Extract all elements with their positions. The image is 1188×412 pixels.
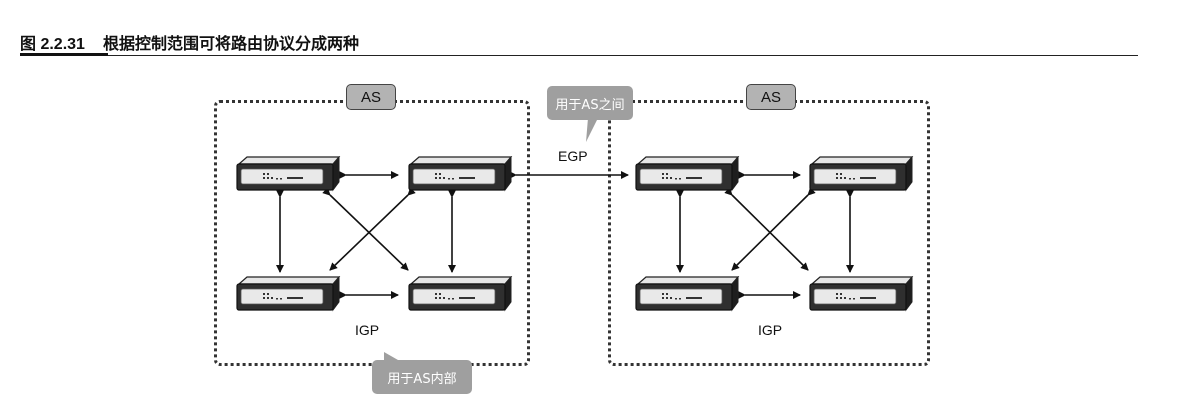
figure-title: 根据控制范围可将路由协议分成两种 [102,34,359,53]
left-igp-label: IGP [355,322,380,338]
router-icon [405,276,513,314]
router-icon [806,276,914,314]
egp-label: EGP [558,148,588,164]
link-l-diag2 [329,187,416,271]
left-as-tag-label: AS [360,88,381,106]
right-igp-label: IGP [758,322,783,338]
callout-inside-as: 用于AS内部 [372,360,472,394]
caption-rule-accent [20,53,108,56]
link-r-diag2 [731,187,816,271]
caption-rule [20,55,1138,56]
router-icon [405,156,513,194]
router-icon [632,156,740,194]
figure-number: 图 2.2.31 [20,36,85,53]
router-icon [806,156,914,194]
callout-inside-as-text: 用于AS内部 [387,371,457,387]
router-icon [632,276,740,314]
router-icon [233,156,341,194]
right-as-tag: AS [746,84,796,110]
callout-between-as-text: 用于AS之间 [555,97,625,113]
callout-pointer-between [586,118,598,142]
right-as-tag-label: AS [760,88,781,106]
callout-between-as: 用于AS之间 [547,86,633,120]
router-icon [233,276,341,314]
left-as-tag: AS [346,84,396,110]
figure-caption: 图 2.2.31 根据控制范围可将路由协议分成两种 [20,30,359,54]
